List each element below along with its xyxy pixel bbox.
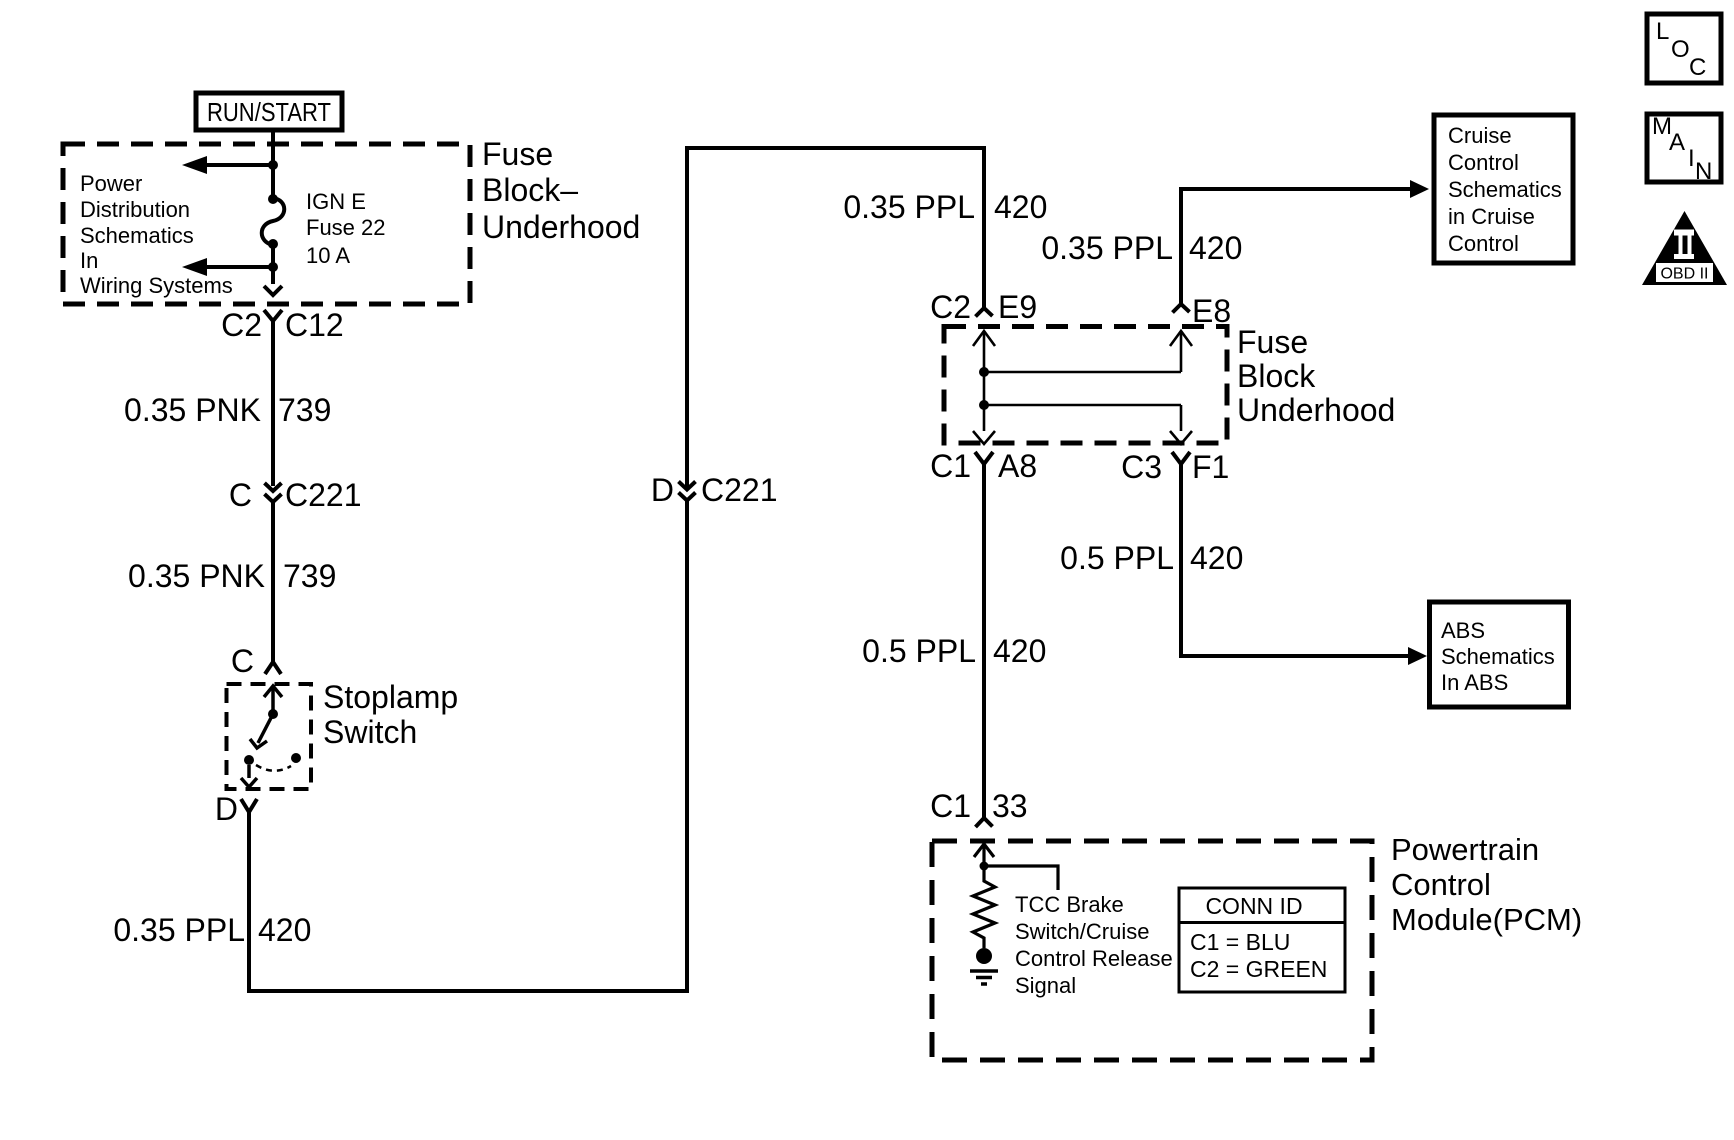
svg-text:C1: C1 xyxy=(930,448,971,484)
svg-text:C3: C3 xyxy=(1121,449,1162,485)
svg-text:Schematics: Schematics xyxy=(80,223,194,248)
svg-text:Wiring Systems: Wiring Systems xyxy=(80,273,233,298)
svg-text:I: I xyxy=(1688,145,1695,172)
svg-text:420: 420 xyxy=(993,633,1046,669)
svg-text:C: C xyxy=(231,643,254,679)
svg-text:420: 420 xyxy=(258,912,311,948)
svg-text:C1: C1 xyxy=(930,788,971,824)
svg-text:C221: C221 xyxy=(701,472,778,508)
svg-text:A8: A8 xyxy=(998,448,1037,484)
svg-text:Control Release: Control Release xyxy=(1015,946,1173,971)
svg-text:C2: C2 xyxy=(221,307,262,343)
svg-text:Underhood: Underhood xyxy=(482,209,640,245)
svg-text:E9: E9 xyxy=(998,289,1037,325)
svg-text:D: D xyxy=(651,472,674,508)
svg-text:In ABS: In ABS xyxy=(1441,670,1508,695)
svg-text:RUN/START: RUN/START xyxy=(207,97,331,127)
svg-text:Signal: Signal xyxy=(1015,973,1076,998)
svg-text:0.35 PNK: 0.35 PNK xyxy=(124,392,261,428)
svg-text:M: M xyxy=(1652,113,1672,140)
svg-text:420: 420 xyxy=(1190,540,1243,576)
svg-text:in Cruise: in Cruise xyxy=(1448,204,1535,229)
svg-text:O: O xyxy=(1671,36,1690,63)
svg-text:0.35 PNK: 0.35 PNK xyxy=(128,558,265,594)
svg-text:Fuse: Fuse xyxy=(482,136,553,172)
svg-text:C2 = GREEN: C2 = GREEN xyxy=(1190,956,1327,982)
svg-text:L: L xyxy=(1656,18,1669,45)
svg-text:Schematics: Schematics xyxy=(1441,644,1555,669)
svg-text:ABS: ABS xyxy=(1441,618,1485,643)
svg-text:Control: Control xyxy=(1448,150,1519,175)
svg-text:Fuse: Fuse xyxy=(1237,324,1308,360)
svg-text:TCC Brake: TCC Brake xyxy=(1015,892,1124,917)
svg-text:IGN E: IGN E xyxy=(306,189,366,214)
svg-text:10 A: 10 A xyxy=(306,243,350,268)
svg-text:0.5 PPL: 0.5 PPL xyxy=(1060,540,1174,576)
svg-text:33: 33 xyxy=(992,788,1028,824)
svg-text:Switch/Cruise: Switch/Cruise xyxy=(1015,919,1149,944)
svg-text:Powertrain: Powertrain xyxy=(1391,832,1539,867)
svg-text:0.5 PPL: 0.5 PPL xyxy=(862,633,976,669)
svg-text:D: D xyxy=(215,791,238,827)
svg-text:C: C xyxy=(1689,54,1706,81)
svg-text:C221: C221 xyxy=(285,477,362,513)
svg-text:Cruise: Cruise xyxy=(1448,123,1512,148)
svg-text:739: 739 xyxy=(283,558,336,594)
svg-text:N: N xyxy=(1695,158,1712,185)
svg-text:F1: F1 xyxy=(1192,449,1229,485)
svg-text:Stoplamp: Stoplamp xyxy=(323,679,458,715)
svg-text:0.35 PPL: 0.35 PPL xyxy=(843,189,975,225)
svg-text:Schematics: Schematics xyxy=(1448,177,1562,202)
svg-text:A: A xyxy=(1669,129,1685,156)
svg-text:0.35 PPL: 0.35 PPL xyxy=(1041,230,1173,266)
svg-text:Control: Control xyxy=(1391,867,1491,902)
svg-text:739: 739 xyxy=(278,392,331,428)
svg-text:C: C xyxy=(229,477,252,513)
svg-text:Switch: Switch xyxy=(323,714,417,750)
svg-text:Power: Power xyxy=(80,171,142,196)
svg-text:Fuse 22: Fuse 22 xyxy=(306,215,386,240)
svg-text:420: 420 xyxy=(1189,230,1242,266)
svg-text:Underhood: Underhood xyxy=(1237,392,1395,428)
svg-text:C1 = BLU: C1 = BLU xyxy=(1190,929,1290,955)
svg-text:CONN ID: CONN ID xyxy=(1205,893,1302,919)
svg-text:0.35 PPL: 0.35 PPL xyxy=(113,912,245,948)
svg-text:Block: Block xyxy=(1237,358,1316,394)
svg-text:Module(PCM): Module(PCM) xyxy=(1391,902,1582,937)
svg-text:In: In xyxy=(80,248,98,273)
svg-text:Control: Control xyxy=(1448,231,1519,256)
svg-text:Distribution: Distribution xyxy=(80,197,190,222)
svg-text:OBD II: OBD II xyxy=(1660,266,1708,283)
svg-text:C2: C2 xyxy=(930,289,971,325)
svg-text:E8: E8 xyxy=(1192,293,1231,329)
svg-text:C12: C12 xyxy=(285,307,344,343)
svg-text:Block–: Block– xyxy=(482,172,578,208)
svg-text:420: 420 xyxy=(994,189,1047,225)
